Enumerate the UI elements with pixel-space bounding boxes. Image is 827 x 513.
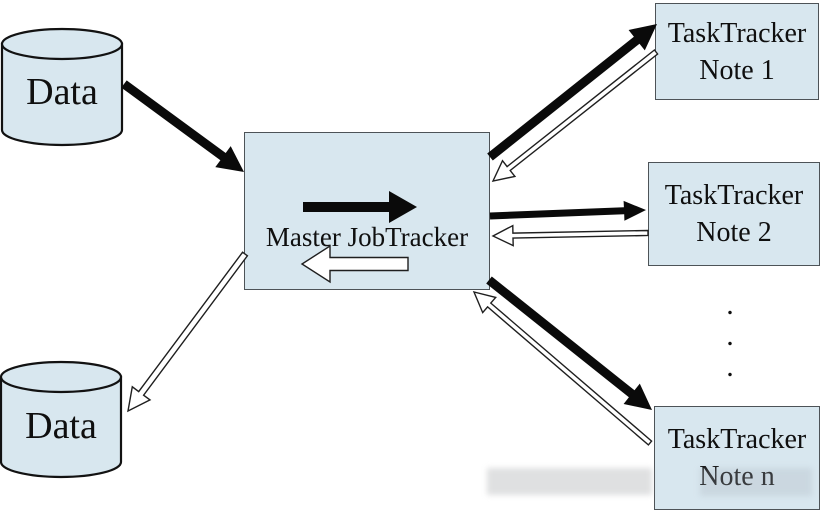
edge-tracker-2-to-master-arrow — [491, 224, 649, 247]
tasktracker-n-sublabel: Note n — [699, 461, 775, 492]
data-bottom-cylinder-body — [0, 375, 123, 479]
edge-tracker-n-to-master-arrow — [472, 290, 653, 446]
data-bottom-cylinder-top — [0, 360, 123, 394]
tasktracker-note-2-node: TaskTracker Note 2 — [648, 162, 820, 266]
data-top-cylinder-top — [0, 27, 124, 61]
master-jobtracker-node — [244, 132, 490, 290]
edge-master-to-tracker-n-arrow — [486, 276, 652, 410]
edge-master-to-data-bottom-arrow — [127, 251, 249, 413]
watermark-smudge — [487, 468, 652, 495]
tasktracker-n-label: TaskTracker — [667, 424, 807, 455]
tasktracker-2-label: TaskTracker — [664, 180, 804, 211]
tasktracker-1-sublabel: Note 1 — [699, 54, 775, 86]
edge-master-to-tracker-2-arrow — [489, 200, 646, 221]
tasktracker-note-1-node: TaskTracker Note 1 — [655, 3, 819, 100]
data-top-cylinder-body — [0, 42, 124, 147]
data-bottom-label: Data — [25, 405, 97, 447]
more-trackers-ellipsis: . . . — [726, 288, 734, 383]
edge-data-top-to-master-arrow — [121, 80, 244, 172]
data-top-label: Data — [26, 71, 98, 113]
edge-master-to-tracker-1-arrow — [487, 24, 657, 161]
tasktracker-1-label: TaskTracker — [667, 17, 807, 49]
tasktracker-2-sublabel: Note 2 — [696, 217, 772, 248]
tasktracker-note-n-node: TaskTracker Note n — [654, 406, 820, 510]
edge-tracker-1-to-master-arrow — [491, 49, 659, 182]
